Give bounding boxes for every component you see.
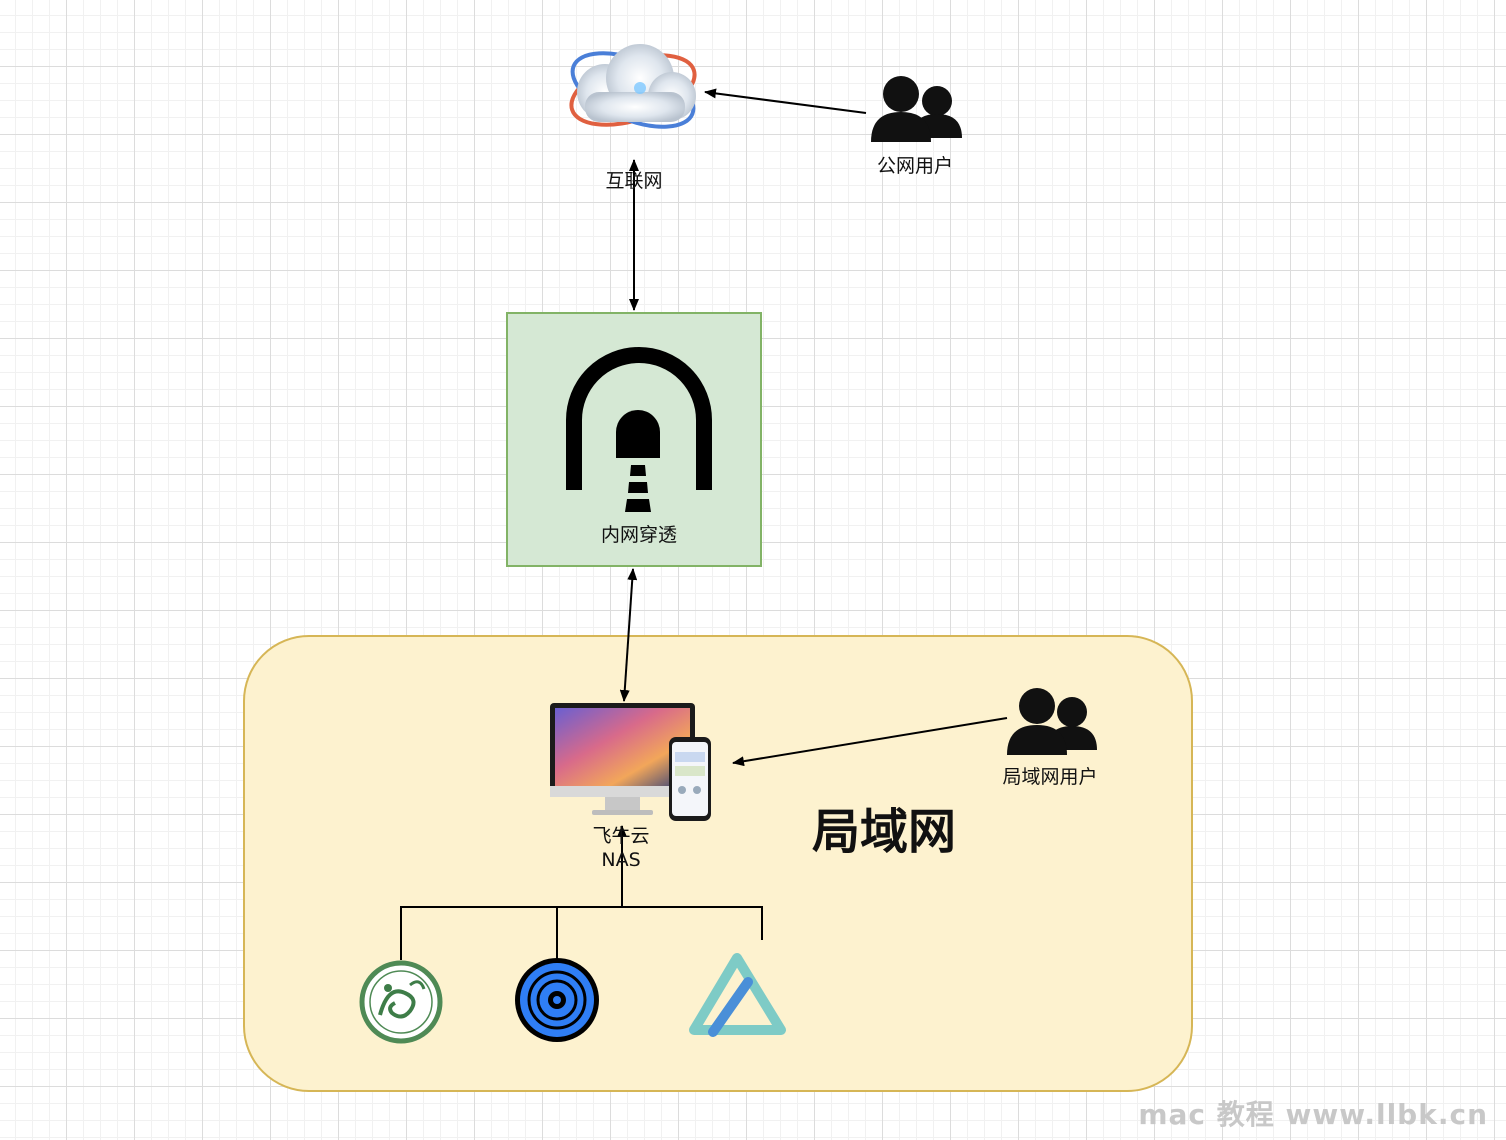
connector-public-users-internet: [704, 88, 867, 114]
dragon-seal-icon[interactable]: [359, 960, 443, 1044]
lan-users-icon: [1007, 688, 1097, 755]
lan-users-label: 局域网用户: [1002, 766, 1098, 788]
music-disc-icon[interactable]: [515, 958, 599, 1042]
nas-label-line2: NAS: [601, 848, 641, 871]
public-users-label: 公网用户: [876, 155, 953, 177]
connector-apps-nas: [400, 825, 763, 960]
cloud-globe-icon: [569, 44, 697, 129]
lan-zone-title: 局域网: [812, 804, 957, 860]
connector-tunnel-nas: [619, 568, 638, 702]
a-triangle-logo-icon[interactable]: [689, 953, 786, 1037]
nas-computer-icon: [550, 703, 711, 821]
internet-label: 互联网: [605, 170, 663, 192]
tunnel-label: 内网穿透: [600, 524, 677, 546]
public-users-icon: [871, 76, 962, 142]
watermark: mac 教程 www.llbk.cn: [1138, 1098, 1488, 1131]
nas-label-line1: 飞牛云: [592, 825, 650, 847]
tunnel-icon: [566, 347, 712, 512]
nas-label: 飞牛云 NAS: [576, 825, 666, 873]
connector-lan-users-nas: [732, 717, 1008, 767]
